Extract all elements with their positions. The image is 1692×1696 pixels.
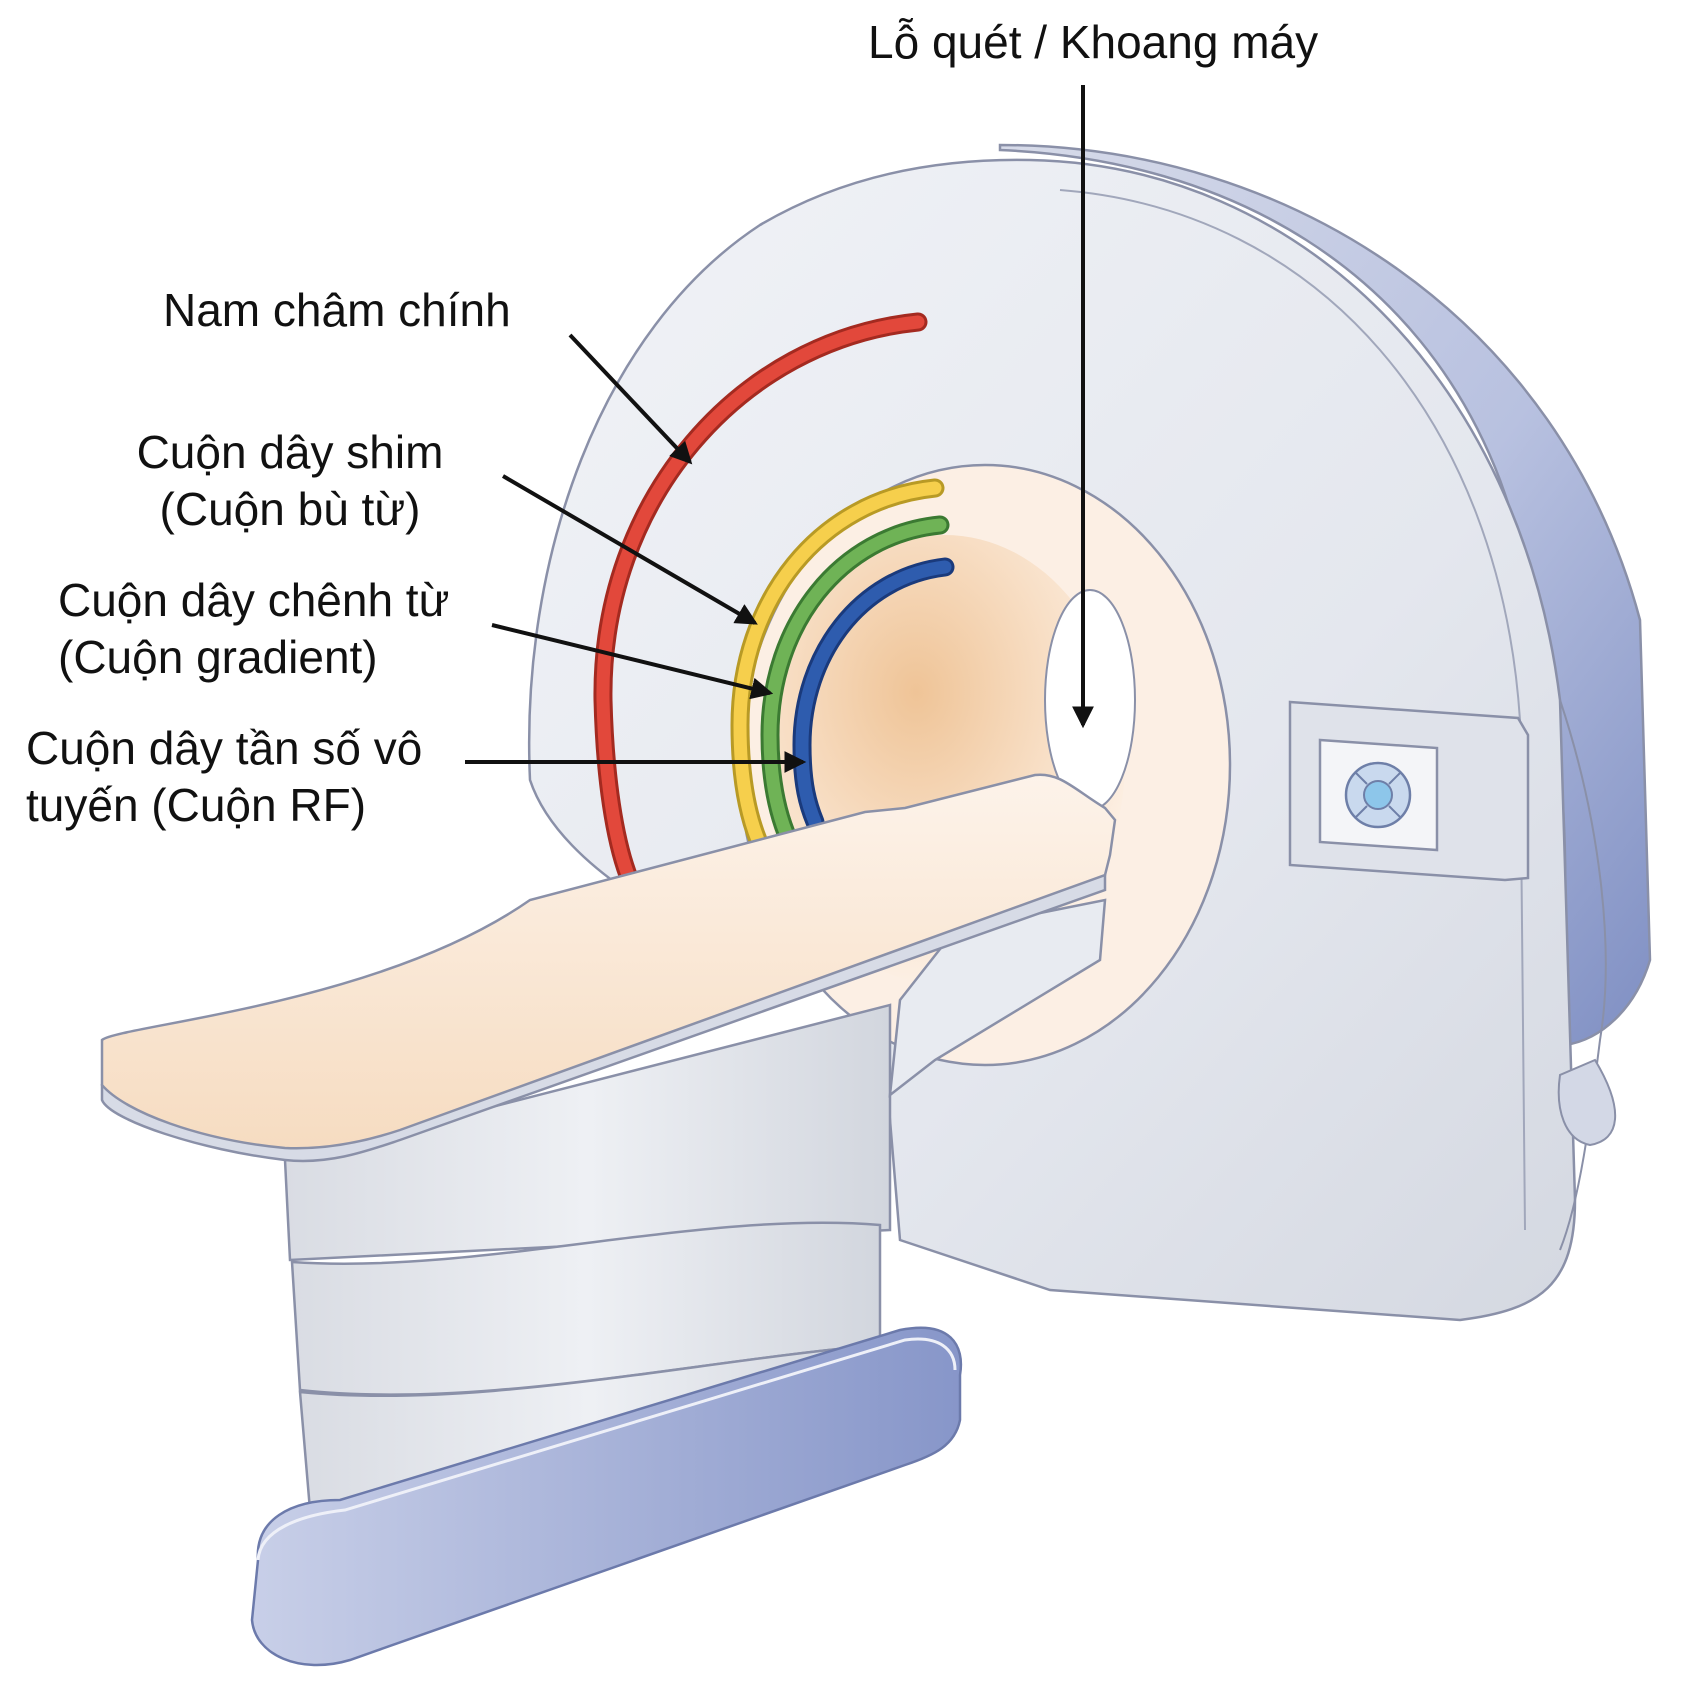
gradient-coil-fill xyxy=(763,518,947,840)
rf-coil-fill xyxy=(795,560,952,829)
shim-coil-arrow xyxy=(501,474,758,625)
table-base xyxy=(250,1326,963,1667)
control-panel[interactable] xyxy=(1288,700,1530,882)
label-bore: Lỗ quét / Khoang máy xyxy=(868,16,1319,68)
label-shim-coil-line2: (Cuộn bù từ) xyxy=(159,483,421,535)
control-dial-icon[interactable] xyxy=(1344,761,1412,829)
table-pedestal-upper xyxy=(283,1003,892,1262)
label-gradient-coil-line1: Cuộn dây chênh từ xyxy=(58,574,450,626)
main-magnet-coil-fill xyxy=(596,315,925,882)
shim-coil-fill xyxy=(733,481,942,847)
housing-side-recess xyxy=(1557,1058,1617,1147)
label-rf-coil-line2: tuyến (Cuộn RF) xyxy=(26,779,367,831)
label-gradient-coil: Cuộn dây chênh từ (Cuộn gradient) xyxy=(58,572,449,686)
housing-rim-line xyxy=(1059,189,1526,1231)
gradient-coil-arrow xyxy=(491,623,774,700)
label-gradient-coil-line2: (Cuộn gradient) xyxy=(58,631,378,683)
label-shim-coil: Cuộn dây shim (Cuộn bù từ) xyxy=(120,424,460,538)
label-main-magnet: Nam châm chính xyxy=(163,284,511,336)
housing-side-lower xyxy=(1559,699,1607,1251)
main-magnet-arrow xyxy=(568,333,693,465)
label-rf-coil-line1: Cuộn dây tần số vô xyxy=(26,722,423,774)
bore-opening xyxy=(1044,589,1136,811)
label-rf-coil: Cuộn dây tần số vô tuyến (Cuộn RF) xyxy=(26,720,422,834)
label-shim-coil-line1: Cuộn dây shim xyxy=(136,426,444,478)
table-base-top xyxy=(256,1337,957,1561)
table-top xyxy=(100,773,1117,1150)
